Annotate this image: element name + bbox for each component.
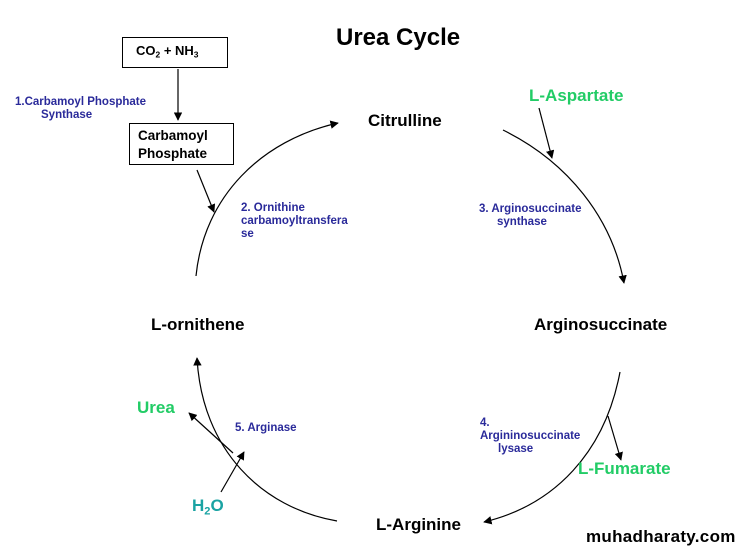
enzyme-5-label: 5. Arginase [235, 422, 297, 435]
arc-arginine-to-ornithine [193, 357, 338, 522]
enzyme-4-line1: 4. [480, 417, 490, 429]
arginine-label: L-Arginine [376, 515, 461, 534]
arc-ornithine-to-citrulline [195, 120, 339, 277]
water-h: H [192, 496, 205, 515]
watermark: muhadharaty.com [586, 527, 736, 546]
enzyme-3-line2: synthase [497, 216, 547, 229]
enzyme-2-line1: 2. Ornithine [241, 202, 305, 214]
arc-arginosuccinate-to-arginine [483, 371, 621, 525]
aspartate-label: L-Aspartate [529, 86, 624, 105]
carbamoyl-line1: Carbamoyl [138, 128, 208, 143]
enzyme-1-line2: Synthase [41, 109, 93, 122]
enzyme-2-label: 2. Ornithine carbamoyltransfera se [241, 202, 348, 242]
enzyme-4-label: 4. Argininosuccinate lysase [480, 417, 580, 457]
carbamoyl-line2: Phosphate [138, 145, 208, 161]
enzyme-3-line1: 3. Arginosuccinate [479, 203, 582, 215]
arc-citrulline-to-arginosuccinate [502, 129, 627, 284]
arrow-water-in [220, 451, 245, 493]
co2-text: CO [136, 43, 156, 58]
water-subscript: 2 [204, 505, 211, 518]
arrow-urea-out [188, 412, 234, 454]
co2-subscript: 2 [155, 49, 161, 60]
ornithine-label: L-ornithene [151, 315, 245, 334]
diagram-title: Urea Cycle [336, 24, 461, 51]
nh3-subscript: 3 [193, 49, 199, 60]
citrulline-label: Citrulline [368, 111, 442, 130]
water-label: H2O [192, 496, 224, 518]
arrow-carbamoyl-to-cycle [196, 169, 216, 213]
enzyme-2-line2: carbamoyltransfera [241, 215, 348, 228]
input-box: CO2 + NH3 [122, 37, 228, 68]
enzyme-3-label: 3. Arginosuccinate synthase [479, 203, 581, 229]
enzyme-1-line1: 1.Carbamoyl Phosphate [15, 96, 147, 108]
water-o: O [210, 496, 224, 515]
carbamoyl-phosphate-box: Carbamoyl Phosphate [129, 123, 234, 165]
urea-label: Urea [137, 398, 175, 417]
enzyme-4-line3: lysase [498, 443, 534, 456]
arrow-aspartate-in [538, 107, 555, 159]
arrow-fumarate-out [607, 415, 623, 461]
nh3-text: + NH [160, 43, 194, 58]
enzyme-4-line2: Argininosuccinate [480, 430, 581, 443]
fumarate-label: L-Fumarate [578, 459, 671, 478]
enzyme-5-line1: 5. Arginase [235, 422, 297, 434]
enzyme-1-label: 1.Carbamoyl Phosphate Synthase [15, 96, 146, 122]
arginosuccinate-label: Arginosuccinate [534, 315, 668, 334]
enzyme-2-line3: se [241, 228, 254, 241]
